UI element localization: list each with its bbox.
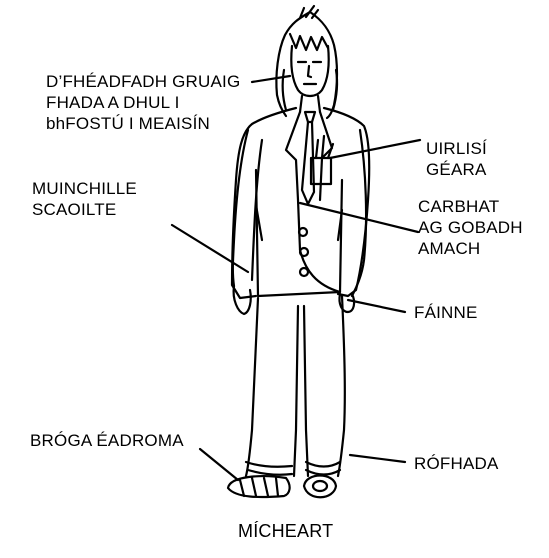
label-tie: CARBHAT AG GOBADH AMACH — [418, 196, 523, 259]
label-long-hair-line-1: D’FHÉADFADH GRUAIG — [46, 71, 240, 92]
label-tie-line-2: AG GOBADH — [418, 217, 523, 238]
label-ring-line-1: FÁINNE — [414, 302, 478, 323]
label-loose-sleeves: MUINCHILLE SCAOILTE — [32, 178, 137, 220]
label-light-shoes: BRÓGA ÉADROMA — [30, 430, 184, 451]
caption: MÍCHEART — [238, 521, 333, 542]
light-shoes — [228, 476, 336, 498]
label-too-long-line-1: RÓFHADA — [414, 453, 499, 474]
label-long-hair-line-2: FHADA A DHUL I — [46, 92, 240, 113]
label-tie-line-3: AMACH — [418, 238, 523, 259]
label-loose-sleeves-line-2: SCAOILTE — [32, 199, 137, 220]
label-sharp-tools-line-1: UIRLISÍ — [426, 138, 487, 159]
label-sharp-tools-line-2: GÉARA — [426, 159, 487, 180]
neck — [300, 96, 320, 112]
label-tie-line-1: CARBHAT — [418, 196, 523, 217]
label-light-shoes-line-1: BRÓGA ÉADROMA — [30, 430, 184, 451]
trousers — [246, 296, 345, 476]
label-too-long: RÓFHADA — [414, 453, 499, 474]
label-ring: FÁINNE — [414, 302, 478, 323]
label-long-hair-line-3: bhFOSTÚ I MEAISÍN — [46, 113, 240, 134]
face — [291, 46, 329, 96]
label-loose-sleeves-line-1: MUINCHILLE — [32, 178, 137, 199]
label-long-hair: D’FHÉADFADH GRUAIG FHADA A DHUL I bhFOST… — [46, 71, 240, 134]
label-sharp-tools: UIRLISÍ GÉARA — [426, 138, 487, 180]
